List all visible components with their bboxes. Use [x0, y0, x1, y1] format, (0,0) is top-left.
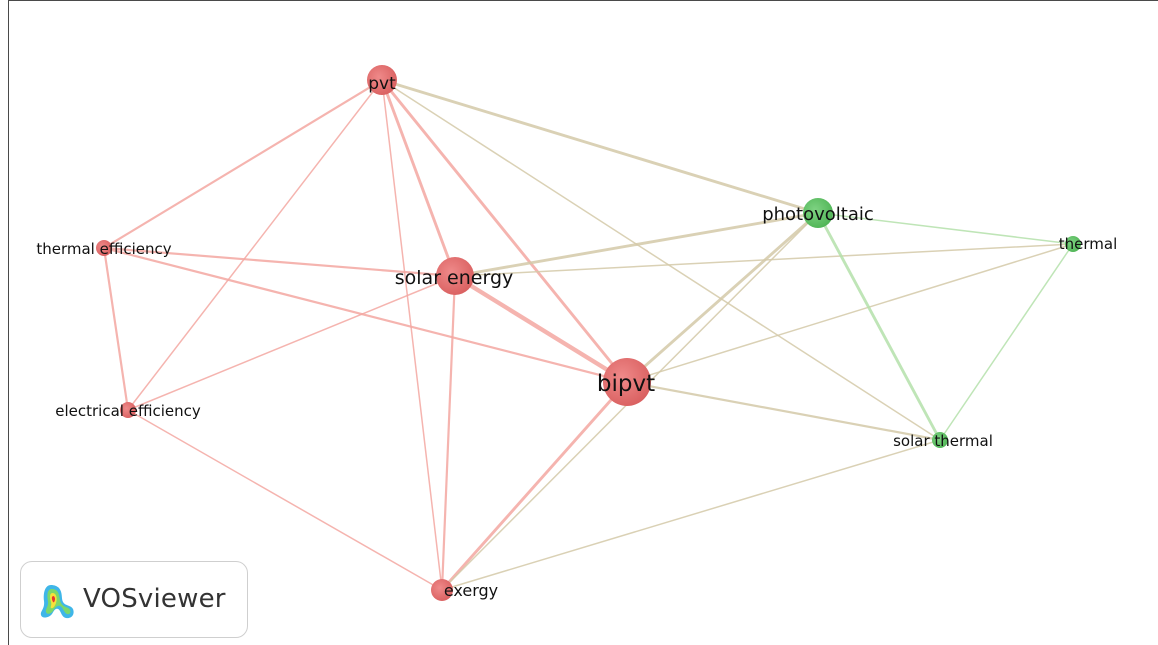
labels-layer: pvt photovoltaic thermal thermal efficiency… [36, 74, 1117, 600]
link-thermal_efficiency-solar_energy[interactable] [102, 246, 457, 278]
node-label-photovoltaic[interactable]: photovoltaic [762, 204, 874, 225]
node-label-bipvt[interactable]: bipvt [597, 371, 655, 397]
node-label-solar-energy[interactable]: solar energy [395, 267, 514, 289]
node-solar-energy[interactable] [436, 257, 474, 295]
vosviewer-wordmark: VOSviewer [83, 584, 226, 614]
link-thermal_efficiency-bipvt[interactable] [102, 246, 629, 384]
nodes-layer [96, 65, 1081, 601]
node-label-solar-thermal[interactable]: solar thermal [893, 432, 993, 450]
link-solar_energy-bipvt[interactable] [452, 273, 630, 385]
link-pvt-bipvt[interactable] [380, 78, 629, 384]
link-pvt-solar_thermal[interactable] [381, 79, 941, 441]
node-exergy[interactable] [431, 579, 453, 601]
link-thermal-solar_thermal[interactable] [939, 243, 1074, 441]
link-electrical_efficiency-solar_energy[interactable] [127, 275, 456, 411]
node-bipvt[interactable] [603, 358, 651, 406]
visualization-frame [8, 0, 1158, 645]
link-pvt-photovoltaic[interactable] [380, 78, 820, 215]
link-solar_energy-exergy[interactable] [440, 274, 457, 592]
link-bipvt-solar_thermal[interactable] [625, 380, 942, 442]
node-photovoltaic[interactable] [803, 198, 833, 228]
link-pvt-exergy[interactable] [381, 79, 443, 591]
node-label-electrical-efficiency[interactable]: electrical efficiency [55, 402, 201, 420]
link-thermal_efficiency-electrical_efficiency[interactable] [102, 246, 130, 412]
node-label-exergy[interactable]: exergy [444, 581, 498, 600]
node-label-thermal[interactable]: thermal [1059, 235, 1118, 253]
node-solar-thermal[interactable] [932, 432, 948, 448]
link-bipvt-exergy[interactable] [440, 380, 629, 592]
link-photovoltaic-thermal[interactable] [817, 212, 1074, 245]
link-electrical_efficiency-exergy[interactable] [127, 409, 443, 591]
link-pvt-thermal_efficiency[interactable] [102, 78, 384, 250]
node-label-pvt[interactable]: pvt [368, 74, 396, 94]
node-thermal-efficiency[interactable] [96, 240, 112, 256]
link-photovoltaic-solar_thermal[interactable] [816, 211, 942, 442]
node-pvt[interactable] [367, 65, 397, 95]
node-label-thermal-efficiency[interactable]: thermal efficiency [36, 240, 171, 258]
link-solar_energy-photovoltaic[interactable] [453, 211, 820, 278]
link-pvt-electrical_efficiency[interactable] [127, 79, 383, 411]
link-solar_thermal-exergy[interactable] [441, 439, 941, 591]
links-layer [102, 78, 1074, 592]
link-bipvt-thermal[interactable] [626, 243, 1074, 383]
vosviewer-logo-icon [40, 585, 74, 619]
link-pvt-solar_energy[interactable] [380, 78, 457, 278]
vosviewer-logo-badge: VOSviewer [20, 561, 248, 638]
node-electrical-efficiency[interactable] [120, 402, 136, 418]
link-bipvt-photovoltaic[interactable] [625, 211, 820, 384]
node-thermal[interactable] [1065, 236, 1081, 252]
